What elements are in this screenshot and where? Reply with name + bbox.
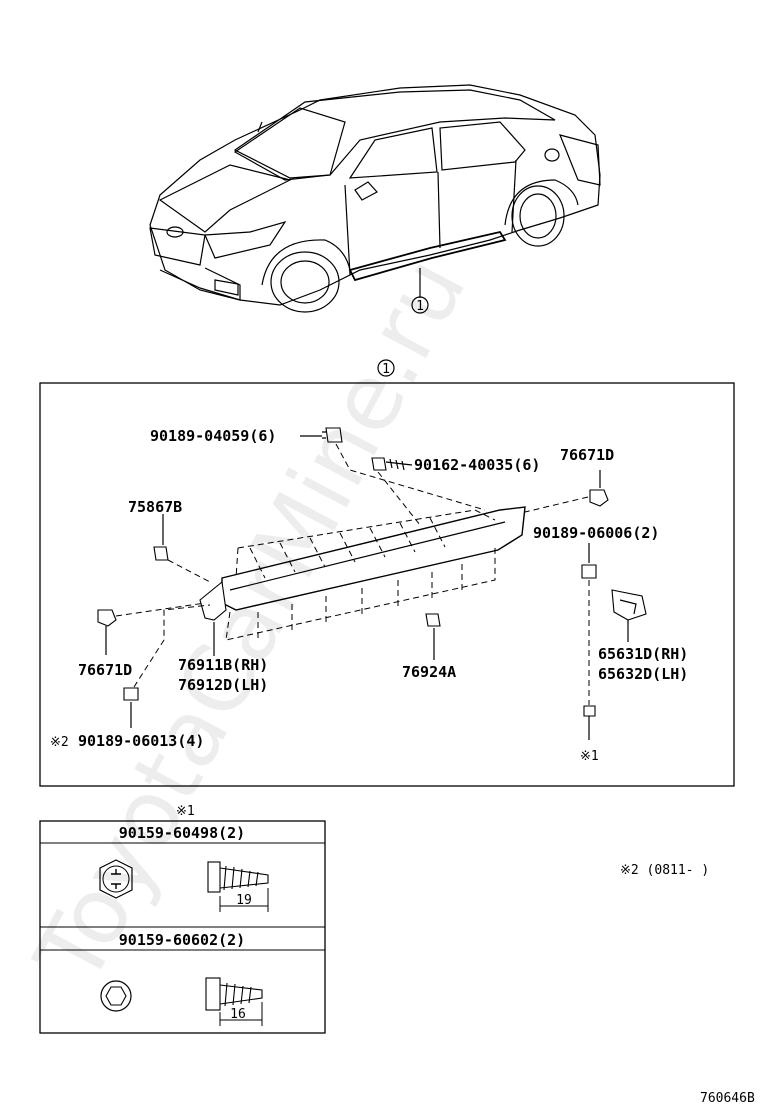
screw-side-view-icon — [207, 861, 269, 912]
screw-side-view-icon — [205, 977, 263, 1026]
nut-center-part — [425, 613, 441, 660]
bracket-part — [611, 589, 647, 642]
ref-number: 1 — [382, 362, 390, 377]
label-clip-left-top: 75867B — [128, 498, 182, 516]
label-clip-bottom-mark: ※2 — [50, 735, 69, 750]
label-moulding-rh: 76911B(RH) — [178, 656, 268, 674]
label-clip-top: 90189-04059(6) — [150, 427, 276, 445]
screw-length: 19 — [236, 893, 252, 908]
label-screw-top: 90162-40035(6) — [414, 456, 540, 474]
label-clip-left: 76671D — [78, 661, 132, 679]
clip-top-part — [300, 427, 486, 511]
table-heading: ※1 — [176, 804, 195, 819]
detail-table — [39, 820, 326, 1034]
ref-circle-car: 1 — [411, 296, 429, 314]
table-row-part-no: 90159-60498(2) — [119, 824, 245, 842]
clip-right-mid-part — [581, 543, 597, 705]
label-nut-center: 76924A — [402, 663, 456, 681]
ref-number: 1 — [416, 299, 424, 314]
screw-mark-part — [583, 705, 596, 740]
label-moulding-lh: 76912D(LH) — [178, 676, 268, 694]
label-bracket-rh: 65631D(RH) — [598, 645, 688, 663]
label-clip-bottom: 90189-06013(4) — [78, 732, 204, 750]
clip-left-top-part — [153, 514, 211, 583]
screw-length: 16 — [230, 1007, 246, 1022]
date-note: ※2 (0811- ) — [620, 863, 709, 878]
clip-left-part — [97, 602, 206, 655]
clip-right-top-part — [524, 470, 609, 513]
figure-id: 760646B — [700, 1091, 755, 1106]
screw-head-hex-icon — [100, 980, 132, 1012]
rocker-moulding — [199, 506, 526, 641]
watermark-text: ToyotaCarMine.ru — [14, 240, 486, 1001]
screw-head-phillips-icon — [99, 859, 133, 899]
ref-circle-box: 1 — [377, 359, 395, 377]
clip-bottom-part — [123, 604, 211, 728]
label-clip-right-top: 76671D — [560, 446, 614, 464]
car-illustration — [149, 84, 601, 313]
screw-top-part — [371, 457, 421, 526]
label-bracket-lh: 65632D(LH) — [598, 665, 688, 683]
label-clip-right-mid: 90189-06006(2) — [533, 524, 659, 542]
table-row-part-no: 90159-60602(2) — [119, 931, 245, 949]
label-screw-mark: ※1 — [580, 749, 599, 764]
parts-box — [39, 382, 735, 787]
